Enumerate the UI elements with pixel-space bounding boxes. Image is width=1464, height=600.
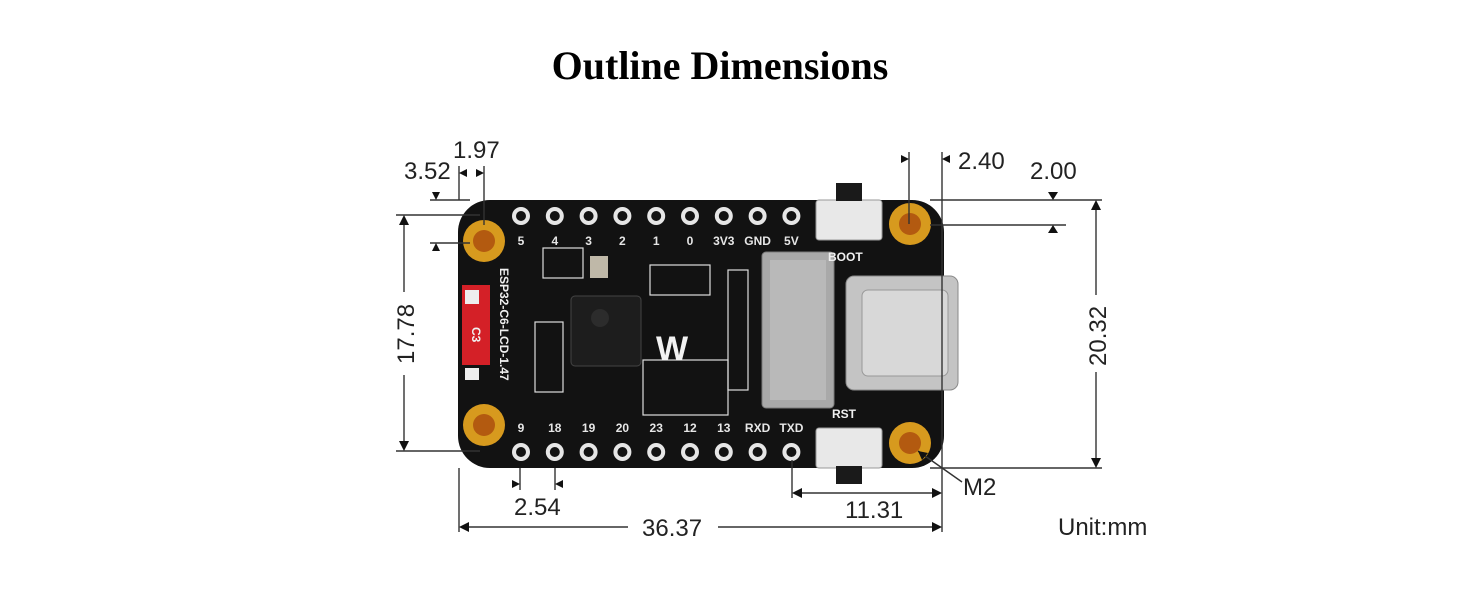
top-pin-pad-hole: [549, 211, 560, 221]
bottom-pin-label: 19: [582, 421, 596, 435]
waveshare-logo: W: [656, 330, 689, 368]
arrowhead: [792, 488, 802, 498]
silkscreen-name: ESP32-C6-LCD-1.47: [497, 268, 511, 381]
dim-height-left: 17.78: [393, 304, 420, 364]
mounting-hole-tr: [889, 203, 931, 245]
page-title: Outline Dimensions: [551, 43, 889, 88]
bottom-pin-label: 9: [518, 421, 525, 435]
arrowhead: [399, 441, 409, 451]
silk-box: [649, 264, 711, 296]
boot-button-cap: [836, 183, 862, 201]
arrowhead: [476, 169, 484, 177]
boot-button: [815, 199, 883, 241]
silk-box: [534, 321, 564, 393]
rst-button-cap: [836, 466, 862, 484]
bottom-pin-pad-hole: [617, 447, 628, 457]
unit-label: Unit:mm: [1058, 514, 1147, 541]
top-pin-label: 5V: [784, 234, 799, 248]
dim-right-span: 11.31: [845, 497, 903, 524]
rst-label: RST: [832, 407, 857, 421]
bottom-pin-pad-hole: [516, 447, 526, 457]
crystal: [590, 256, 608, 278]
top-pin-label: 3V3: [713, 234, 735, 248]
dim-total-length: 36.37: [642, 515, 702, 542]
arrowhead: [942, 155, 950, 163]
led: [465, 368, 479, 380]
top-pin-label: GND: [744, 234, 771, 248]
esp-chip: [570, 295, 642, 367]
bottom-pin-label: RXD: [745, 421, 771, 435]
top-pin-label: 2: [619, 234, 626, 248]
bottom-pin-label: 23: [650, 421, 664, 435]
top-pin-label: 5: [518, 234, 525, 248]
arrowhead: [399, 215, 409, 225]
silk-box: [542, 247, 584, 279]
arrowhead: [1048, 192, 1058, 200]
arrowhead: [459, 522, 469, 532]
bottom-pin-label: 20: [616, 421, 630, 435]
silk-box: [727, 269, 749, 391]
arrowhead: [555, 480, 563, 488]
arrowhead: [432, 192, 440, 200]
top-pin-label: 0: [687, 234, 694, 248]
boot-label: BOOT: [828, 250, 863, 264]
top-pin-label: 3: [585, 234, 592, 248]
bottom-pin-row: 9 18 19 20 23 12 13 RXD TXD: [512, 421, 804, 461]
arrowhead: [1091, 200, 1101, 210]
arrowhead: [432, 243, 440, 251]
bottom-pin-pad-hole: [685, 447, 695, 457]
top-pin-pad-hole: [516, 211, 526, 221]
arrowhead: [932, 488, 942, 498]
top-pin-pad-hole: [786, 211, 797, 221]
bottom-pin-pad-hole: [786, 447, 797, 457]
arrowhead: [1048, 225, 1058, 233]
arrowhead: [1091, 458, 1101, 468]
bottom-pin-pad-hole: [651, 447, 662, 457]
top-pin-pad-hole: [752, 211, 763, 221]
top-pin-pad-hole: [651, 211, 662, 221]
bottom-pin-label: 13: [717, 421, 731, 435]
arrowhead: [932, 522, 942, 532]
top-pin-label: 1: [653, 234, 660, 248]
dim-top-right-a: 2.40: [958, 148, 1005, 175]
leader-line: [917, 450, 963, 483]
bottom-pin-pad-hole: [583, 447, 594, 457]
top-pin-pad-hole: [583, 211, 594, 221]
arrowhead: [918, 451, 928, 460]
dim-pitch: 2.54: [514, 494, 561, 521]
top-pin-pad-hole: [718, 211, 729, 221]
arrowhead: [459, 169, 467, 177]
arrowhead: [901, 155, 909, 163]
bottom-pin-pad-hole: [718, 447, 729, 457]
bottom-pin-pad-hole: [752, 447, 763, 457]
mounting-hole-tl: [463, 220, 505, 262]
led: [465, 290, 479, 304]
dim-top-left-b: 1.97: [453, 137, 500, 164]
dim-height-right: 20.32: [1085, 306, 1112, 366]
mounting-hole-br: [889, 422, 931, 464]
bottom-pin-pad-hole: [549, 447, 560, 457]
card-slot-inner: [770, 260, 826, 400]
usb-c-shell: [861, 289, 949, 377]
arrowhead: [512, 480, 520, 488]
top-pin-pad-hole: [617, 211, 628, 221]
bottom-pin-label: TXD: [779, 421, 803, 435]
dimension-labels: 3.52 1.97 2.40 2.00 17.78 20.32 2.54 11.…: [393, 137, 1147, 542]
dimension-lines: [396, 152, 1102, 532]
chip-logo: [591, 309, 609, 327]
dim-top-right-b: 2.00: [1030, 158, 1077, 185]
pcb-board: W C3 ESP32-C6-LCD-1.47 BOOT RST: [458, 183, 959, 484]
mounting-hole-bl: [463, 404, 505, 446]
rst-button: [815, 427, 883, 469]
dim-top-left-a: 3.52: [404, 158, 451, 185]
bottom-pin-label: 12: [683, 421, 697, 435]
top-pin-row: 5 4 3 2 1 0 3V3 GND 5V: [512, 207, 801, 248]
bottom-pin-label: 18: [548, 421, 562, 435]
dim-hole: M2: [963, 474, 996, 501]
chip-label: C3: [469, 327, 483, 343]
top-pin-pad-hole: [685, 211, 695, 221]
top-pin-label: 4: [551, 234, 558, 248]
